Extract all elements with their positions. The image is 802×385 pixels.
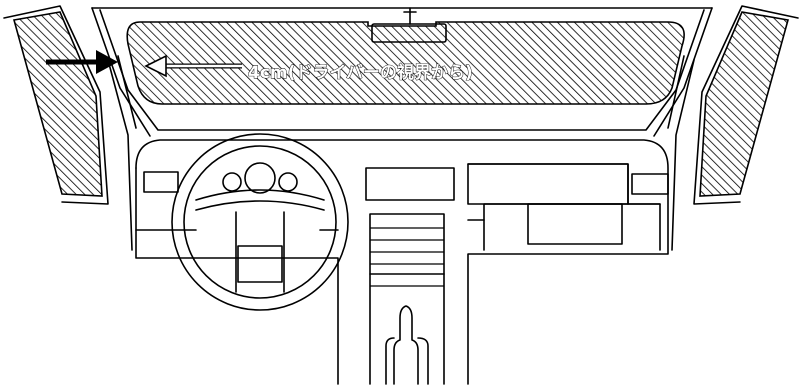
center-console <box>369 213 445 385</box>
left-side-window <box>12 11 103 197</box>
instrument-gauges <box>222 162 298 194</box>
left-side-window-frame <box>3 5 109 205</box>
right-air-vent <box>631 173 669 195</box>
center-display <box>365 167 455 201</box>
glove-box <box>527 203 623 245</box>
glove-box-lid <box>467 163 629 205</box>
distance-label: 4cm(ドライバーの視界から) <box>248 63 474 84</box>
steering-wheel <box>171 133 349 311</box>
dashboard <box>135 139 669 385</box>
left-arrow-icon <box>144 54 242 78</box>
right-a-pillar <box>667 55 695 251</box>
left-air-vent <box>143 171 179 193</box>
gear-shifter <box>393 305 419 385</box>
right-side-window-frame <box>693 5 799 205</box>
left-a-pillar <box>107 55 137 251</box>
right-arrow-icon <box>46 50 118 74</box>
windshield <box>126 21 685 105</box>
right-side-window <box>699 11 790 197</box>
rearview-mirror <box>371 7 447 43</box>
